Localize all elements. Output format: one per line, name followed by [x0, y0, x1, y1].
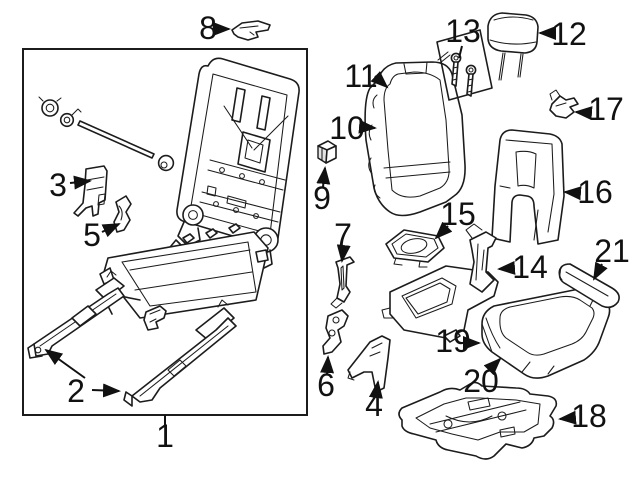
- callout-label-21[interactable]: 21: [594, 233, 630, 269]
- callout-labels: 1 2 3 4 5 6 7 8 9 10 11 12 13 14 15 16 1…: [49, 10, 630, 454]
- callout-arrow-14: [497, 260, 516, 275]
- armrest-pivot-bracket: [465, 223, 497, 293]
- callout-arrow-11: [370, 71, 389, 89]
- bolster-pad: [558, 263, 620, 309]
- callout-arrow-4: [368, 380, 383, 399]
- side-shield-bracket: [73, 165, 108, 217]
- seat-cushion-frame: [99, 223, 269, 319]
- callout-arrow-6: [320, 355, 335, 375]
- callout-label-3[interactable]: 3: [49, 167, 67, 203]
- callout-label-12[interactable]: 12: [551, 16, 587, 52]
- center-latch-bracket: [143, 305, 167, 331]
- callout-arrow-18: [558, 410, 577, 425]
- wire-clip: [549, 89, 579, 119]
- callout-label-18[interactable]: 18: [571, 398, 607, 434]
- side-member-bracket: [322, 309, 349, 355]
- callout-arrow-3: [69, 175, 92, 190]
- callout-arrow-17: [574, 106, 593, 121]
- callout-arrow-16: [563, 186, 582, 201]
- callout-label-7[interactable]: 7: [334, 217, 352, 253]
- callout-label-17[interactable]: 17: [588, 91, 624, 127]
- torsion-rod: [77, 120, 155, 159]
- seatback-clip: [231, 20, 271, 41]
- callout-label-16[interactable]: 16: [577, 174, 613, 210]
- callout-label-13[interactable]: 13: [445, 13, 481, 49]
- callout-label-20[interactable]: 20: [463, 363, 499, 399]
- callout-label-2[interactable]: 2: [67, 373, 85, 409]
- hinge-trim-cover: [347, 335, 391, 393]
- callout-label-11[interactable]: 11: [344, 58, 377, 94]
- callout-label-10[interactable]: 10: [329, 110, 365, 146]
- fastener-nut: [38, 96, 62, 117]
- callout-arrow-2b: [91, 383, 121, 398]
- callout-arrow-10: [358, 119, 377, 134]
- callout-label-4[interactable]: 4: [365, 387, 383, 423]
- hinge-bracket: [330, 256, 355, 309]
- cupholder-tray: [385, 229, 445, 268]
- callout-arrow-21: [593, 261, 608, 281]
- fastener-bushing: [59, 108, 82, 128]
- callout-arrow-15: [434, 221, 453, 240]
- callout-label-14[interactable]: 14: [512, 249, 548, 285]
- callout-arrow-5: [101, 223, 121, 238]
- callout-label-19[interactable]: 19: [435, 323, 471, 359]
- seat-track-right: [123, 299, 237, 407]
- latch-cover: [317, 140, 337, 164]
- callout-label-9[interactable]: 9: [313, 180, 331, 216]
- seat-cushion: [481, 288, 611, 379]
- callout-arrows: [44, 22, 608, 426]
- trim-finisher: [113, 195, 132, 233]
- callout-line-13: [458, 45, 463, 59]
- callout-label-6[interactable]: 6: [317, 367, 335, 403]
- callout-arrow-20: [483, 357, 502, 376]
- callout-label-15[interactable]: 15: [440, 196, 476, 232]
- grommet: [157, 154, 175, 172]
- headrest-guide-hardware-box: [436, 29, 493, 101]
- callout-arrow-9: [316, 166, 331, 188]
- seatback-panel: [491, 129, 565, 245]
- callout-arrow-7: [336, 244, 351, 263]
- callout-label-8[interactable]: 8: [199, 10, 217, 46]
- callout-arrow-2a: [44, 348, 86, 379]
- callout-label-5[interactable]: 5: [83, 217, 101, 253]
- seatback-cushion: [364, 51, 466, 217]
- cushion-pan: [398, 381, 558, 460]
- seat-track-left: [27, 270, 125, 359]
- callout-label-1[interactable]: 1: [156, 418, 174, 454]
- headrest: [487, 12, 539, 81]
